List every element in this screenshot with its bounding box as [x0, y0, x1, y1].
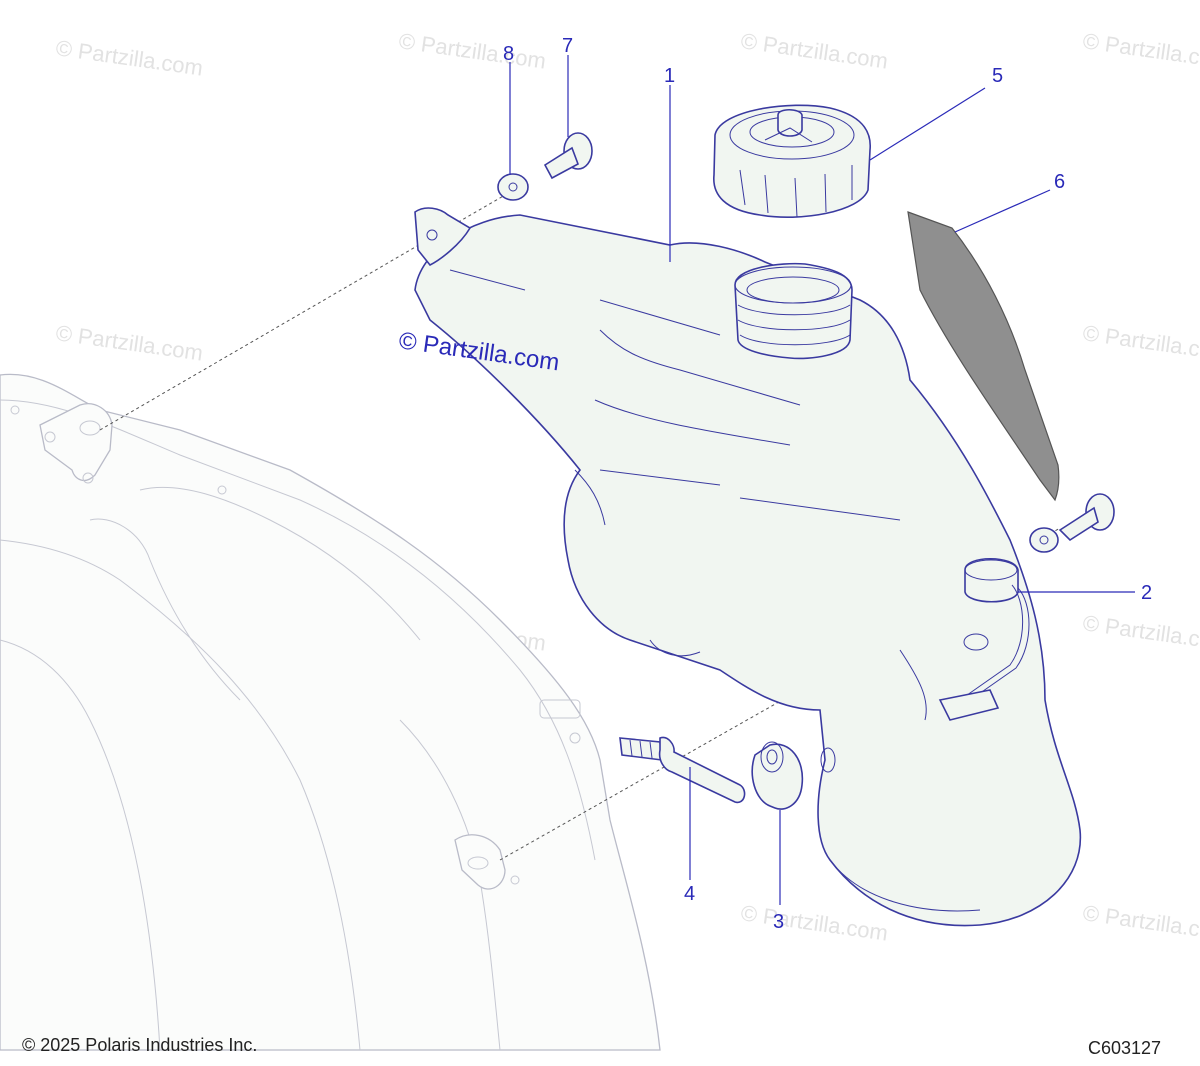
washer — [497, 173, 529, 201]
callout-6: 6 — [1054, 171, 1065, 193]
watermark: © Partzilla.com — [54, 320, 204, 365]
filler-neck — [734, 262, 853, 360]
callout-4: 4 — [684, 883, 695, 905]
copyright-text: © 2025 Polaris Industries Inc. — [22, 1035, 257, 1055]
callout-7: 7 — [562, 35, 573, 57]
leader-line-5 — [869, 87, 986, 161]
callout-3: 3 — [773, 911, 784, 933]
level-sensor — [938, 558, 1030, 721]
watermark: © Partzilla.com — [1081, 320, 1200, 365]
right-washer — [1029, 527, 1059, 553]
watermark: © Partzilla.com — [397, 28, 547, 73]
watermark: © Partzilla.com — [739, 900, 889, 945]
callout-5: 5 — [992, 65, 1003, 87]
heat-shield-pad — [907, 211, 1060, 502]
watermark: © Partzilla.com — [1081, 900, 1200, 945]
watermark: © Partzilla.com — [1081, 610, 1200, 655]
watermark: © Partzilla.com — [1081, 28, 1200, 73]
reservoir-cap — [713, 104, 871, 218]
callout-2: 2 — [1141, 582, 1152, 604]
reservoir-tank — [414, 207, 1082, 927]
grommet — [751, 741, 804, 810]
alignment-line — [1039, 527, 1061, 541]
screw — [543, 132, 593, 180]
body-mount-bracket — [39, 403, 113, 484]
watermark: © Partzilla.com — [739, 28, 889, 73]
watermark: © Partzilla.com — [54, 35, 204, 80]
leader-line-6 — [954, 189, 1051, 233]
callout-1: 1 — [664, 65, 675, 87]
hose-fitting — [619, 736, 746, 804]
body-panel — [0, 373, 661, 1051]
lower-mount-bracket — [454, 834, 520, 890]
right-screw — [1058, 493, 1115, 542]
diagram-id: C603127 — [1088, 1038, 1161, 1058]
callout-8: 8 — [503, 43, 514, 65]
